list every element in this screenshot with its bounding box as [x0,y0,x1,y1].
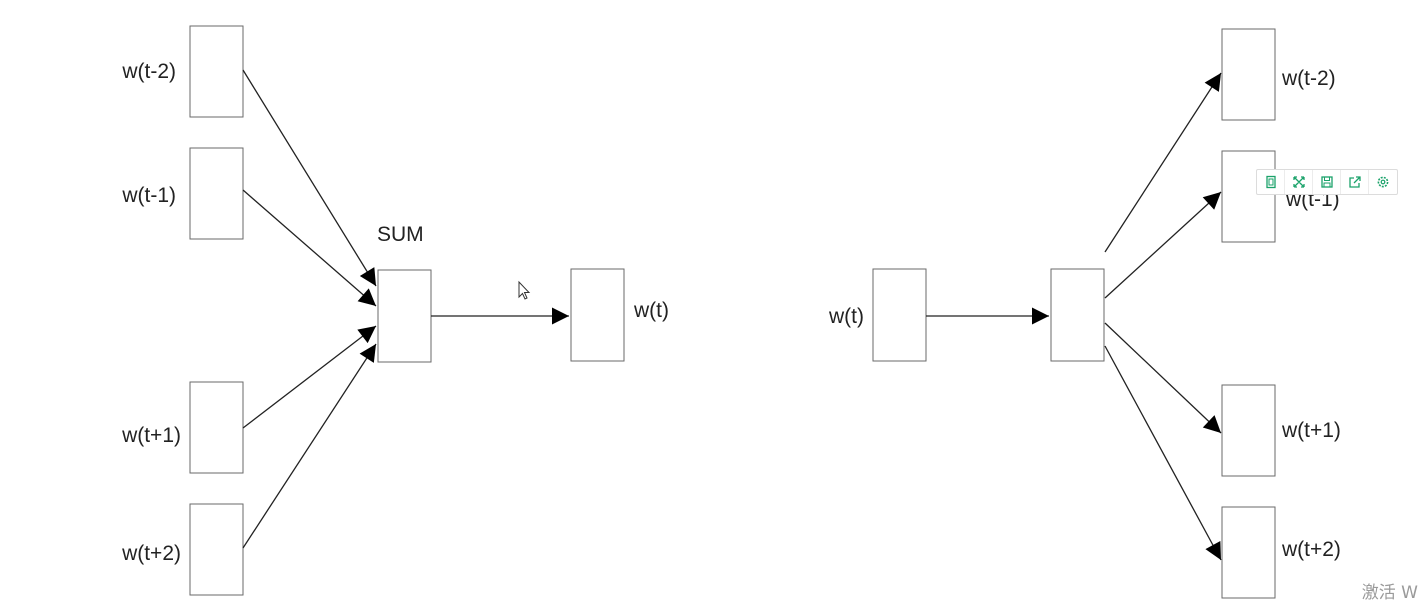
save-button[interactable] [1313,170,1341,194]
cbow-edge [242,343,377,549]
cbow-edge [242,189,377,307]
skipgram-output-box [1221,28,1276,121]
skipgram-input-label: w(t) [828,305,864,328]
skipgram-edge [1104,345,1222,561]
cbow-output-box [570,268,625,362]
cbow-input-box [189,25,244,118]
settings-button[interactable] [1369,170,1397,194]
fullscreen-icon [1292,176,1305,188]
skipgram-edge [1104,72,1222,253]
cbow-edge [242,69,377,287]
save-icon [1320,176,1333,188]
cbow-input-label: w(t+2) [121,542,181,565]
skipgram-model: w(t) w(t-2) w(t-1) w(t+1) w(t+2) [828,28,1341,599]
cbow-edge [242,325,377,429]
skipgram-edge [1104,191,1222,299]
cbow-input-label: w(t-1) [121,184,176,207]
mouse-cursor [518,280,531,300]
cbow-input-box [189,147,244,240]
cbow-output-label: w(t) [633,299,669,322]
skipgram-edge [1104,322,1222,434]
settings-icon [1377,176,1389,188]
cbow-input-label: w(t+1) [121,424,181,447]
cbow-input-box [189,503,244,596]
share-button[interactable] [1341,170,1369,194]
skipgram-output-box [1221,150,1276,243]
skipgram-output-box [1221,506,1276,599]
image-toolbar [1256,169,1398,195]
cbow-input-box [189,381,244,474]
skipgram-output-box [1221,384,1276,477]
skipgram-output-label: w(t+2) [1281,538,1341,561]
activation-watermark: 激活 W [1361,583,1418,603]
copy-button[interactable] [1257,170,1285,194]
skipgram-output-label: w(t+1) [1281,419,1341,442]
sum-label: SUM [377,223,424,246]
sum-box [377,269,432,363]
skipgram-output-label: w(t-2) [1281,67,1336,90]
projection-box [1050,268,1105,362]
fullscreen-button[interactable] [1285,170,1313,194]
share-icon [1348,176,1361,188]
copy-icon [1265,175,1276,189]
cbow-model: w(t-2) w(t-1) w(t+1) w(t+2) SUM w(t) [121,25,669,596]
skipgram-input-box [872,268,927,362]
cbow-input-label: w(t-2) [121,60,176,83]
